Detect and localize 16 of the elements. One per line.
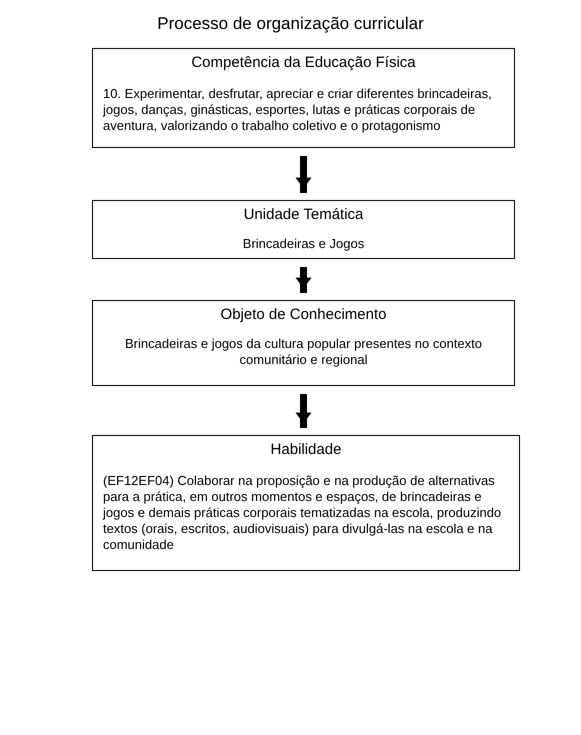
box-heading: Objeto de Conhecimento — [220, 305, 388, 324]
diagram-title: Processo de organização curricular — [156, 14, 425, 34]
box-heading: Habilidade — [270, 440, 342, 459]
box-text: 10. Experimentar, desfrutar, apreciar e criar diferentes brincadeiras, jogos, danças, ginásticas, esportes, lutas e práticas corporais de aventura, valorizando o trabalho coletivo e o protagonismo — [103, 86, 493, 134]
text-box — [92, 435, 520, 571]
arrow — [296, 267, 312, 293]
box-text: (EF12EF04) Colaborar na proposição e na produção de alternativas para a prática, em outros momentos e espaços, de brincadeiras e jogos e demais práticas corporais tematizadas na escola, produzindo textos (orais, escritos, audiovisuais) para divulgá-las na escola e na comunidade — [103, 473, 502, 553]
box-heading: Unidade Temática — [242, 205, 364, 224]
box-text: Brincadeiras e Jogos — [242, 236, 366, 252]
box-text: Brincadeiras e jogos da cultura popular presentes no contexto comunitário e regional — [124, 336, 483, 368]
arrow — [296, 394, 312, 428]
box-heading: Competência da Educação Física — [190, 53, 417, 72]
text-box — [92, 200, 515, 259]
text-box — [92, 300, 515, 386]
arrow — [296, 156, 312, 193]
text-box — [92, 48, 515, 148]
